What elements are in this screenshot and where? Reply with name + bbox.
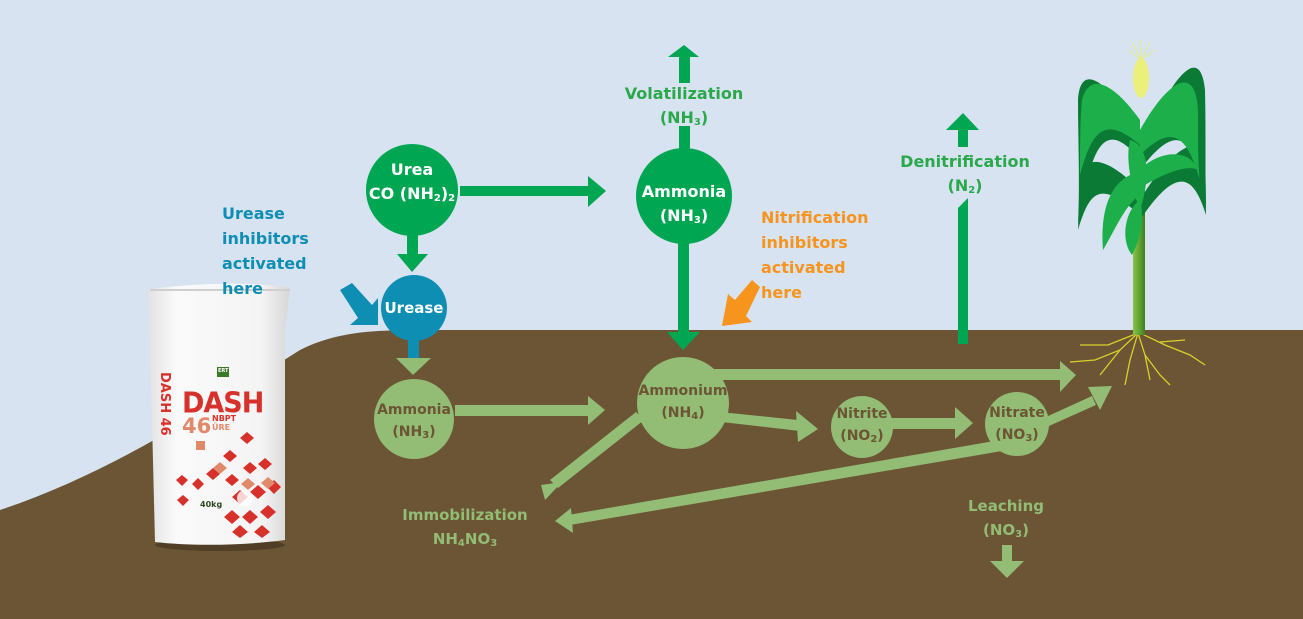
bag-brand: DASH	[182, 387, 264, 420]
bag-logo-icon	[217, 367, 229, 377]
urease-label: Urease	[384, 299, 444, 317]
nitrite-label: Nitrite (NO2)	[836, 406, 888, 445]
soil-arrows	[455, 361, 1112, 578]
arrow-ammonium-to-plant	[710, 361, 1076, 392]
urease-inhibitor-note: Urease inhibitors activated here	[222, 204, 309, 298]
leaching-label: Leaching (NO3)	[968, 497, 1044, 540]
bag-number: 46	[182, 414, 212, 438]
plant-roots	[1069, 332, 1206, 386]
ammonia-soil-node	[374, 379, 454, 459]
bag-tag-ure: ÜRE	[212, 423, 231, 432]
ammonium-label: Ammonium (NH4)	[638, 383, 728, 422]
nitrite-node	[831, 396, 893, 458]
arrow-ammonia-to-ammonium	[667, 230, 700, 350]
urease-node	[381, 275, 447, 341]
bag-weight: 40kg	[200, 500, 223, 509]
ammonia-air-label: Ammonia (NH3)	[641, 182, 727, 226]
ammonium-node	[637, 357, 729, 449]
volatilization-label: Volatilization (NH3)	[624, 84, 744, 128]
immobilization-label: Immobilization NH4NO3	[402, 506, 528, 549]
nitrate-node	[985, 392, 1049, 456]
fertilizer-bag	[148, 283, 290, 551]
arrow-volatilization	[668, 45, 699, 151]
arrow-ammonium-to-immobilization	[541, 412, 644, 500]
nitrate-label: Nitrate (NO3)	[989, 405, 1045, 444]
arrow-ammonium-to-nitrite	[720, 411, 818, 442]
arrow-ammonia-to-ammonium-soil	[455, 396, 605, 425]
nitrification-inhibitor-arrow	[722, 280, 760, 326]
arrow-nitrite-to-nitrate	[890, 407, 973, 439]
ammonia-soil-label: Ammonia (NH3)	[377, 402, 451, 441]
bag-tag-nbpt: NBPT	[212, 414, 237, 423]
bag-side-label: DASH 46	[157, 372, 172, 436]
ammonia-air-node	[636, 148, 732, 244]
soil-ground	[0, 330, 1303, 619]
arrow-nitrate-to-immobilization	[555, 440, 1002, 533]
bag-logo-text: ERT	[218, 368, 229, 374]
urea-label: Urea CO (NH2)2	[368, 160, 456, 204]
corn-plant	[1078, 39, 1206, 335]
arrow-urease-to-ammonia	[396, 330, 431, 375]
urease-inhibitor-arrow	[340, 283, 378, 325]
urea-node	[366, 144, 458, 236]
arrow-urea-to-ammonia	[460, 176, 606, 207]
denitrification-label: Denitrification (N2)	[900, 152, 1030, 196]
arrow-urea-to-urease	[397, 228, 428, 272]
nitrification-inhibitor-note: Nitrification inhibitors activated here	[761, 208, 869, 302]
arrow-denitrification	[946, 113, 979, 344]
arrow-nitrate-to-plant	[1035, 386, 1112, 430]
arrow-leaching	[990, 545, 1024, 578]
